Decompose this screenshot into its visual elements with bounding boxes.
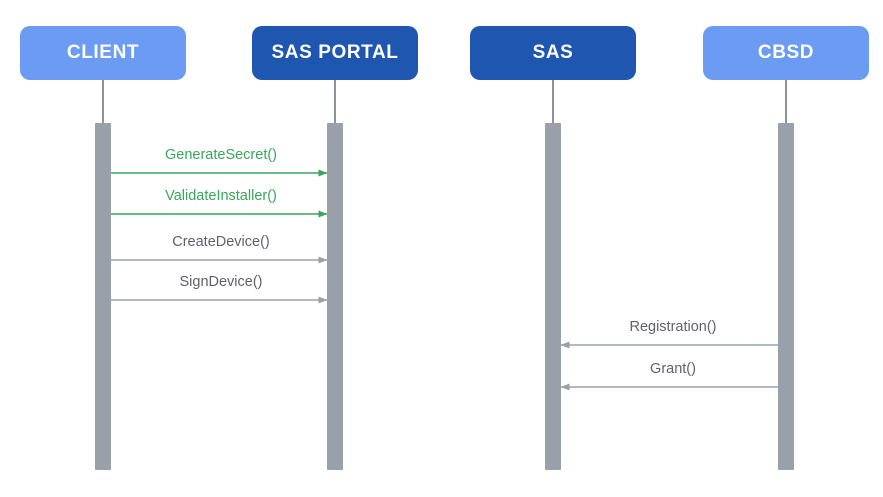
message-label-sign-device: SignDevice() [179,274,263,290]
lifeline-sas [552,80,554,123]
message-label-registration: Registration() [629,319,717,335]
message-label-generate-secret: GenerateSecret() [164,147,278,163]
message-label-create-device: CreateDevice() [172,234,270,250]
actor-box-sas-portal[interactable]: SAS PORTAL [252,26,418,80]
actor-label-cbsd: CBSD [757,42,815,63]
actor-box-sas[interactable]: SAS [470,26,636,80]
message-label-grant: Grant() [650,361,696,377]
message-label-validate-installer: ValidateInstaller() [165,188,277,204]
actor-label-sas-portal: SAS PORTAL [271,42,399,63]
activation-bar-sas-portal [327,123,343,470]
activation-bar-cbsd [778,123,794,470]
actor-box-cbsd[interactable]: CBSD [703,26,869,80]
activation-bar-client [95,123,111,470]
actor-box-client[interactable]: CLIENT [20,26,186,80]
lifeline-client [102,80,104,123]
lifeline-sas-portal [334,80,336,123]
activation-bar-sas [545,123,561,470]
actor-label-sas: SAS [532,42,574,63]
lifeline-cbsd [785,80,787,123]
actor-label-client: CLIENT [66,42,140,63]
